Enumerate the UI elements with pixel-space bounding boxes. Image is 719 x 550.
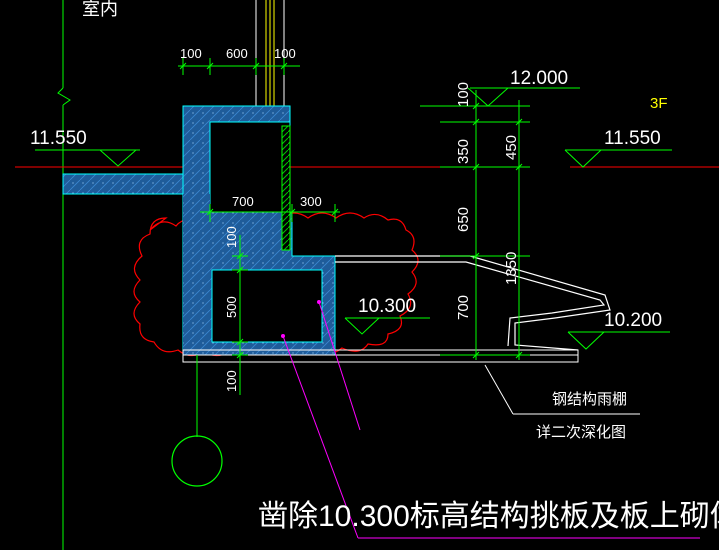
dim-right-700: 700 xyxy=(455,295,472,320)
grid-axis-bubble xyxy=(171,355,223,487)
dim-top-100-left: 100 xyxy=(180,46,202,61)
elevation-right-11550: 11.550 xyxy=(604,128,661,149)
elevation-top-12000: 12.000 xyxy=(510,68,568,89)
dim-right-100: 100 xyxy=(455,82,472,107)
demolition-note: 凿除10.300标高结构挑板及板上砌体 xyxy=(258,500,719,533)
mid-dimension-chain xyxy=(200,204,340,222)
room-label: 室内 xyxy=(82,0,118,19)
canopy-leader xyxy=(484,364,640,415)
annotation-line2: 详二次深化图 xyxy=(536,424,626,441)
annotation-line1: 钢结构雨棚 xyxy=(552,391,627,408)
elevation-marker-left-11550 xyxy=(35,149,140,167)
dim-right-1350: 1350 xyxy=(503,252,520,285)
floor-label: 3F xyxy=(650,95,668,112)
left-gridline xyxy=(57,0,71,550)
upper-column-lines xyxy=(255,0,285,108)
dim-right-350: 350 xyxy=(455,139,472,164)
elevation-left-11550: 11.550 xyxy=(30,128,87,149)
dim-vert-500: 500 xyxy=(224,296,239,318)
right-vertical-dimensions xyxy=(420,90,530,360)
dim-mid-300: 300 xyxy=(300,194,322,209)
elevation-marker-top-12000 xyxy=(467,87,580,107)
dim-mid-700: 700 xyxy=(232,194,254,209)
left-vertical-dimension xyxy=(232,235,248,395)
top-dimension-chain xyxy=(178,58,300,75)
elevation-marker-right-10200 xyxy=(567,331,670,350)
dim-vert-100-b: 100 xyxy=(224,370,239,392)
elevation-marker-mid-10300 xyxy=(344,317,430,335)
leader-lines xyxy=(282,301,700,539)
elevation-right-10200: 10.200 xyxy=(604,310,662,331)
elevation-mid-10300: 10.300 xyxy=(358,296,416,317)
concrete-structure xyxy=(62,105,611,363)
dim-right-450: 450 xyxy=(503,135,520,160)
dim-vert-100-a: 100 xyxy=(224,226,239,248)
dim-top-600: 600 xyxy=(226,46,248,61)
dim-top-100-right: 100 xyxy=(274,46,296,61)
dim-right-650: 650 xyxy=(455,207,472,232)
elevation-marker-right-11550 xyxy=(564,149,672,168)
